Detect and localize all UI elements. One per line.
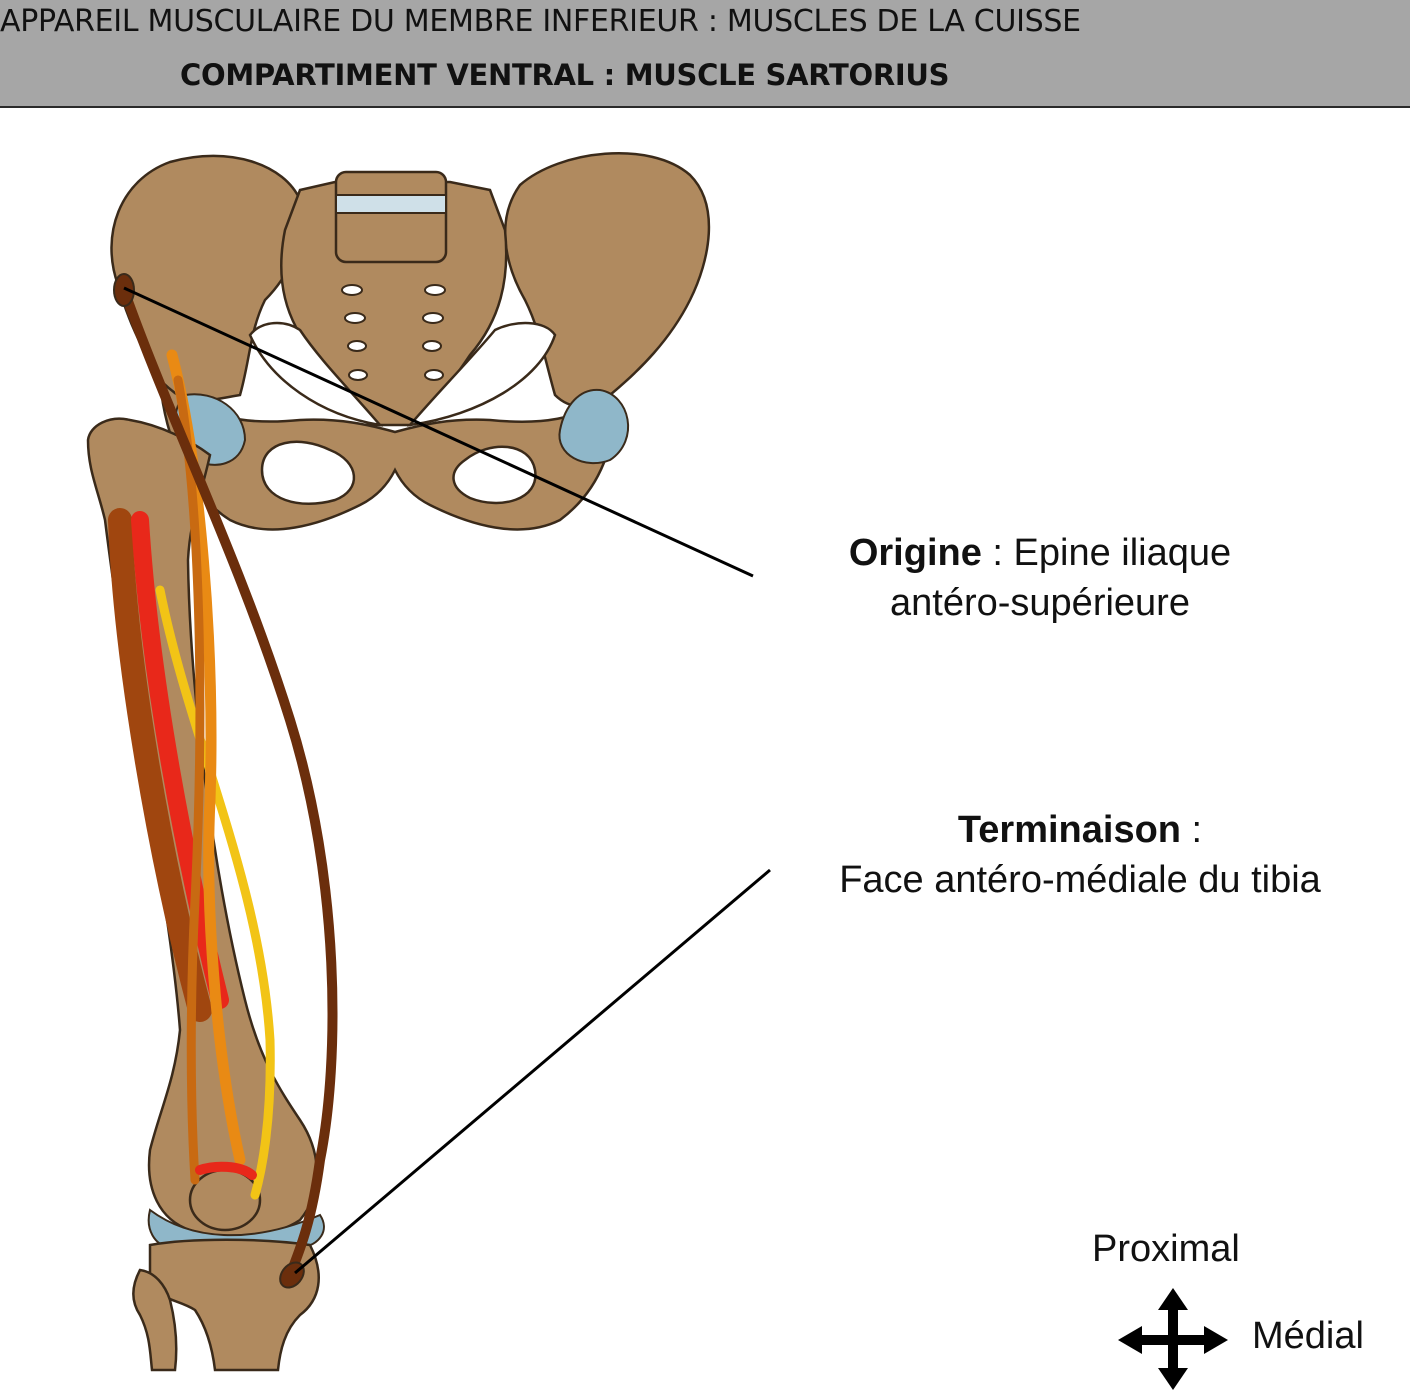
thigh-muscles (108, 285, 338, 1280)
origin-marker (113, 273, 135, 307)
page-title: APPAREIL MUSCULAIRE DU MEMBRE INFERIEUR … (0, 4, 1081, 39)
origin-label: Origine : Epine iliaque antéro-supérieur… (790, 528, 1290, 628)
sartorius-muscle (119, 285, 338, 1280)
adductor-yellow (155, 585, 275, 1200)
obturator-foramen-left (452, 445, 537, 505)
header-banner: APPAREIL MUSCULAIRE DU MEMBRE INFERIEUR … (0, 0, 1410, 108)
left-iliac-wing (503, 152, 711, 408)
quadriceps-tendon (195, 1161, 257, 1180)
origin-desc-2: antéro-supérieure (890, 582, 1190, 624)
tibia-fibula (132, 1238, 320, 1372)
intervertebral-disc (335, 194, 447, 214)
fibula (132, 1268, 178, 1372)
orientation-medial-label: Médial (1252, 1315, 1364, 1357)
origin-desc-1: : Epine iliaque (981, 532, 1232, 574)
tibia (148, 1238, 320, 1372)
pelvic-inlet-right (406, 321, 557, 427)
origin-leader-line (123, 286, 754, 578)
sartorius-anatomy-illustration (86, 152, 1228, 1390)
orientation-proximal-label: Proximal (1092, 1228, 1240, 1270)
obturator-foramen-right (260, 440, 356, 505)
terminaison-sep: : (1181, 809, 1203, 851)
terminaison-label: Terminaison : Face antéro-médiale du tib… (790, 805, 1370, 905)
vastus-muscle (108, 508, 212, 1022)
l5-vertebra (334, 170, 448, 264)
page-subtitle: COMPARTIMENT VENTRAL : MUSCLE SARTORIUS (180, 58, 950, 92)
orientation-arrow-icon (1118, 1288, 1228, 1390)
left-acetabulum-cartilage (558, 388, 629, 465)
terminaison-leader-line (294, 868, 771, 1275)
terminaison-desc: Face antéro-médiale du tibia (839, 859, 1321, 901)
origin-term: Origine (848, 532, 982, 574)
rectus-femoris (131, 511, 229, 1009)
sacral-foramina (341, 284, 446, 381)
knee-cartilage (147, 1208, 325, 1249)
terminaison-term: Terminaison (957, 809, 1181, 851)
gracilis-tendon (173, 375, 205, 1185)
